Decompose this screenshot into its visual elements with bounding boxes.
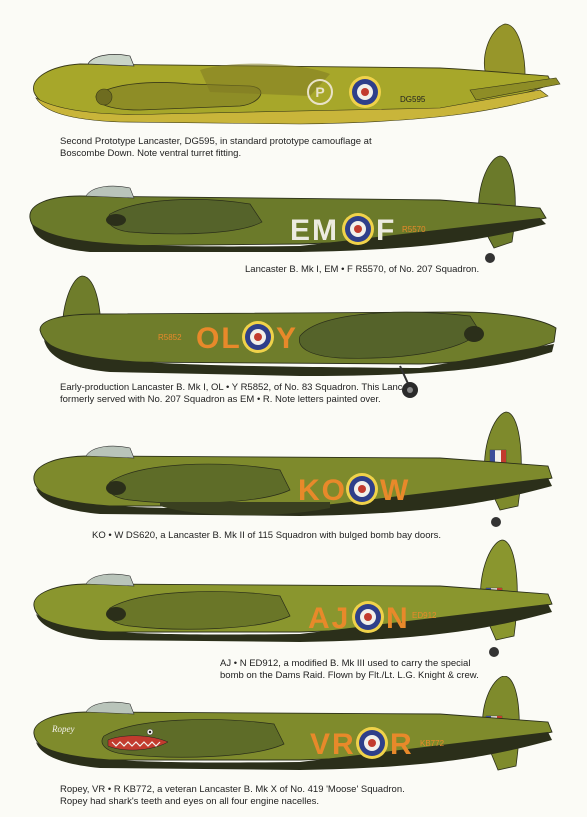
caption: KO • W DS620, a Lancaster B. Mk II of 11… bbox=[92, 530, 441, 542]
plate-dg595: P DG595 Second Prototype Lancaster, DG59… bbox=[0, 0, 587, 159]
caption-line: Second Prototype Lancaster, DG595, in st… bbox=[60, 136, 372, 147]
lancaster-dg595-illustration: P DG595 bbox=[33, 23, 561, 125]
nose-art-text: Ropey bbox=[51, 724, 75, 734]
lancaster-ed912-illustration: AJ N ED912 bbox=[33, 539, 553, 657]
caption-line: Boscombe Down. Note ventral turret fitti… bbox=[60, 148, 242, 159]
caption-line: bomb on the Dams Raid. Flown by Flt./Lt.… bbox=[220, 670, 479, 681]
plate-r5570: EM F R5570 Lancaster B. Mk I, EM • F R55… bbox=[0, 152, 587, 278]
caption-line: KO • W DS620, a Lancaster B. Mk II of 11… bbox=[92, 530, 442, 541]
caption: Second Prototype Lancaster, DG595, in st… bbox=[60, 136, 372, 160]
lancaster-r5570-illustration: EM F R5570 bbox=[29, 155, 547, 263]
caption-line: Early-production Lancaster B. Mk I, OL •… bbox=[60, 382, 403, 393]
code-right-text: F bbox=[376, 214, 394, 247]
lancaster-kb772-illustration: Ropey VR R KB772 bbox=[33, 676, 553, 771]
serial-text: ED912 bbox=[412, 611, 437, 620]
plate-ed912: AJ N ED912 AJ • N ED912, a modified B. M… bbox=[0, 538, 587, 688]
code-mid-text: P bbox=[315, 84, 324, 100]
code-left-text: EM bbox=[290, 214, 339, 247]
code-left-text: VR bbox=[310, 728, 356, 761]
caption: Ropey, VR • R KB772, a veteran Lancaster… bbox=[60, 784, 405, 808]
plate-ds620: KO W KO • W DS620, a Lancaster B. Mk II … bbox=[0, 410, 587, 558]
code-left-text: KO bbox=[298, 474, 347, 507]
caption: Lancaster B. Mk I, EM • F R5570, of No. … bbox=[245, 264, 479, 276]
plate-kb772: Ropey VR R KB772 Ropey, VR • R KB772, a … bbox=[0, 676, 587, 817]
caption-line: AJ • N ED912, a modified B. Mk III used … bbox=[220, 658, 471, 669]
lancaster-r5852-illustration: R5852 OL Y bbox=[39, 275, 557, 398]
serial-text: R5570 bbox=[402, 225, 426, 234]
lancaster-ds620-illustration: KO W bbox=[33, 411, 553, 527]
serial-text: DG595 bbox=[400, 95, 426, 104]
plate-r5852: R5852 OL Y Early-production Lancaster B.… bbox=[0, 272, 587, 430]
caption-line: formerly served with No. 207 Squadron as… bbox=[60, 394, 381, 405]
caption: AJ • N ED912, a modified B. Mk III used … bbox=[220, 658, 479, 682]
caption-line: Lancaster B. Mk I, EM • F R5570, of No. … bbox=[245, 264, 480, 275]
code-right-text: W bbox=[380, 474, 409, 507]
serial-text: KB772 bbox=[420, 739, 445, 748]
caption-line: Ropey had shark's teeth and eyes on all … bbox=[60, 796, 320, 807]
code-left-text: OL bbox=[196, 322, 242, 355]
serial-text: R5852 bbox=[158, 333, 182, 342]
caption: Early-production Lancaster B. Mk I, OL •… bbox=[60, 382, 403, 406]
code-right-text: Y bbox=[276, 322, 296, 355]
code-left-text: AJ bbox=[308, 602, 350, 635]
caption-line: Ropey, VR • R KB772, a veteran Lancaster… bbox=[60, 784, 405, 795]
code-right-text: R bbox=[390, 728, 412, 761]
code-right-text: N bbox=[386, 602, 408, 635]
